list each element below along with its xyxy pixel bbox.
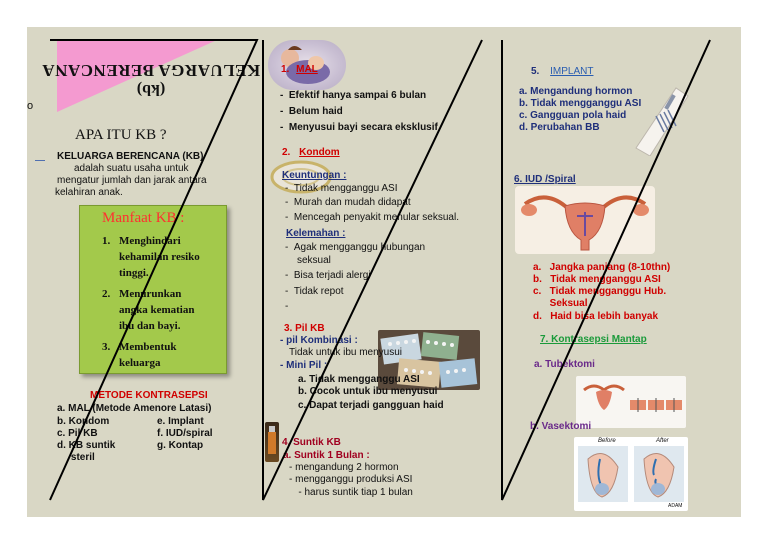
iud-heading: 6. IUD /Spiral (514, 174, 576, 185)
mini-pil-heading: - Mini Pil : (280, 360, 328, 371)
figure-credit: ADAM (668, 503, 683, 509)
suntik-item: - harus suntik tiap 1 bulan (290, 487, 413, 498)
vasektomi-image: Before After ADAM (574, 437, 688, 511)
implant-item: b. Tidak mengganggu ASI (519, 98, 642, 109)
stray-mark: o (27, 100, 34, 112)
metode-title: METODE KONTRASEPSI (90, 390, 208, 401)
tubektomi-image (576, 376, 686, 428)
manfaat-item: 3. Membentukkeluargabahagia (102, 341, 177, 369)
kelemahan-item: - Bisa terjadi alergi (285, 270, 371, 281)
pill-pack-photo (378, 330, 480, 390)
implant-arm-image (630, 86, 690, 157)
keuntungan-heading: Keuntungan : (282, 170, 347, 181)
metode-item: c. Pil KB (57, 428, 98, 439)
definition-line-3: kelahiran anak. (55, 187, 123, 198)
metode-item: g. Kontap (157, 440, 204, 451)
keuntungan-item: - Murah dan mudah didapat (285, 197, 411, 208)
manfaat-title: Manfaat KB : (102, 210, 185, 226)
figure-after-label: After (656, 438, 669, 444)
mini-pil-item: c. Dapat terjadi gangguan haid (298, 400, 444, 411)
iud-item: Seksual (533, 298, 588, 309)
kondom-heading: 2. Kondom (282, 147, 340, 158)
suntik-item: - mengandung 2 hormon (289, 462, 399, 473)
kontap-heading: 7. Kontrasepsi Mantap (540, 334, 647, 345)
question-heading: APA ITU KB ? (75, 127, 167, 143)
suntik-item: - mengganggu produksi ASI (289, 474, 413, 485)
injection-vial-photo (265, 422, 279, 462)
pil-kombinasi-desc: Tidak untuk ibu menyusui (289, 347, 403, 358)
uterus-iud-image (515, 186, 655, 254)
keuntungan-item: - Tidak mengganggu ASI (285, 183, 398, 194)
pil-heading: 3. Pil KB (284, 323, 325, 334)
implant-item: c. Gangguan pola haid (519, 110, 627, 121)
kelemahan-item: - Agak mengganggu hubungan (285, 242, 426, 253)
implant-heading: 5. IMPLANT (531, 66, 594, 77)
metode-item-mal: a. MAL (Metode Amenore Latasi) (57, 403, 212, 414)
mal-item: - Belum haid (280, 106, 343, 117)
pil-kombinasi-heading: - pil Kombinasi : (280, 335, 358, 346)
implant-item: d. Perubahan BB (519, 122, 600, 133)
dash-mark (35, 160, 45, 161)
mini-pil-item: b. Cocok untuk ibu menyusui (298, 386, 438, 397)
tubektomi-label: a. Tubektomi (534, 359, 595, 370)
metode-item: b. Kondom (57, 416, 110, 427)
metode-item: d. KB suntik (57, 440, 116, 451)
suntik-1-bulan: a. Suntik 1 Bulan : (283, 450, 370, 461)
kelemahan-heading: Kelemahan : (286, 228, 346, 239)
breastfeeding-photo (268, 40, 346, 90)
iud-item: c. Tidak mengganggu Hub. (533, 286, 667, 297)
pink-triangle (57, 40, 217, 112)
implant-item: a. Mengandung hormon (519, 86, 633, 97)
vasektomi-label: b. Vasektomi (530, 421, 592, 432)
mal-item: - Efektif hanya sampai 6 bulan (280, 90, 427, 101)
definition-line-2: mengatur jumlah dan jarak antara (57, 175, 207, 186)
metode-item: f. IUD/spiral (157, 428, 213, 439)
mal-item: - Menyusui bayi secara eksklusif (280, 122, 438, 133)
kelemahan-item: - Tidak repot (285, 286, 344, 297)
metode-item: e. Implant (157, 416, 204, 427)
figure-before-label: Before (598, 438, 616, 444)
kelemahan-item: seksual (297, 255, 331, 266)
suntik-heading: 4. Suntik KB (282, 437, 341, 448)
condom-image (270, 160, 332, 194)
metode-item: steril (57, 452, 95, 463)
keuntungan-item: - Mencegah penyakit menular seksual. (285, 212, 459, 223)
definition-heading: KELUARGA BERENCANA (KB) (57, 151, 204, 162)
iud-item: b. Tidak mengganggu ASI (533, 274, 661, 285)
mini-pil-item: a. Tidak mengganggu ASI (298, 374, 420, 385)
definition-line-1: adalah suatu usaha untuk (74, 163, 189, 174)
mal-heading: 1. MAL (281, 64, 318, 75)
kelemahan-item: - (285, 301, 294, 312)
